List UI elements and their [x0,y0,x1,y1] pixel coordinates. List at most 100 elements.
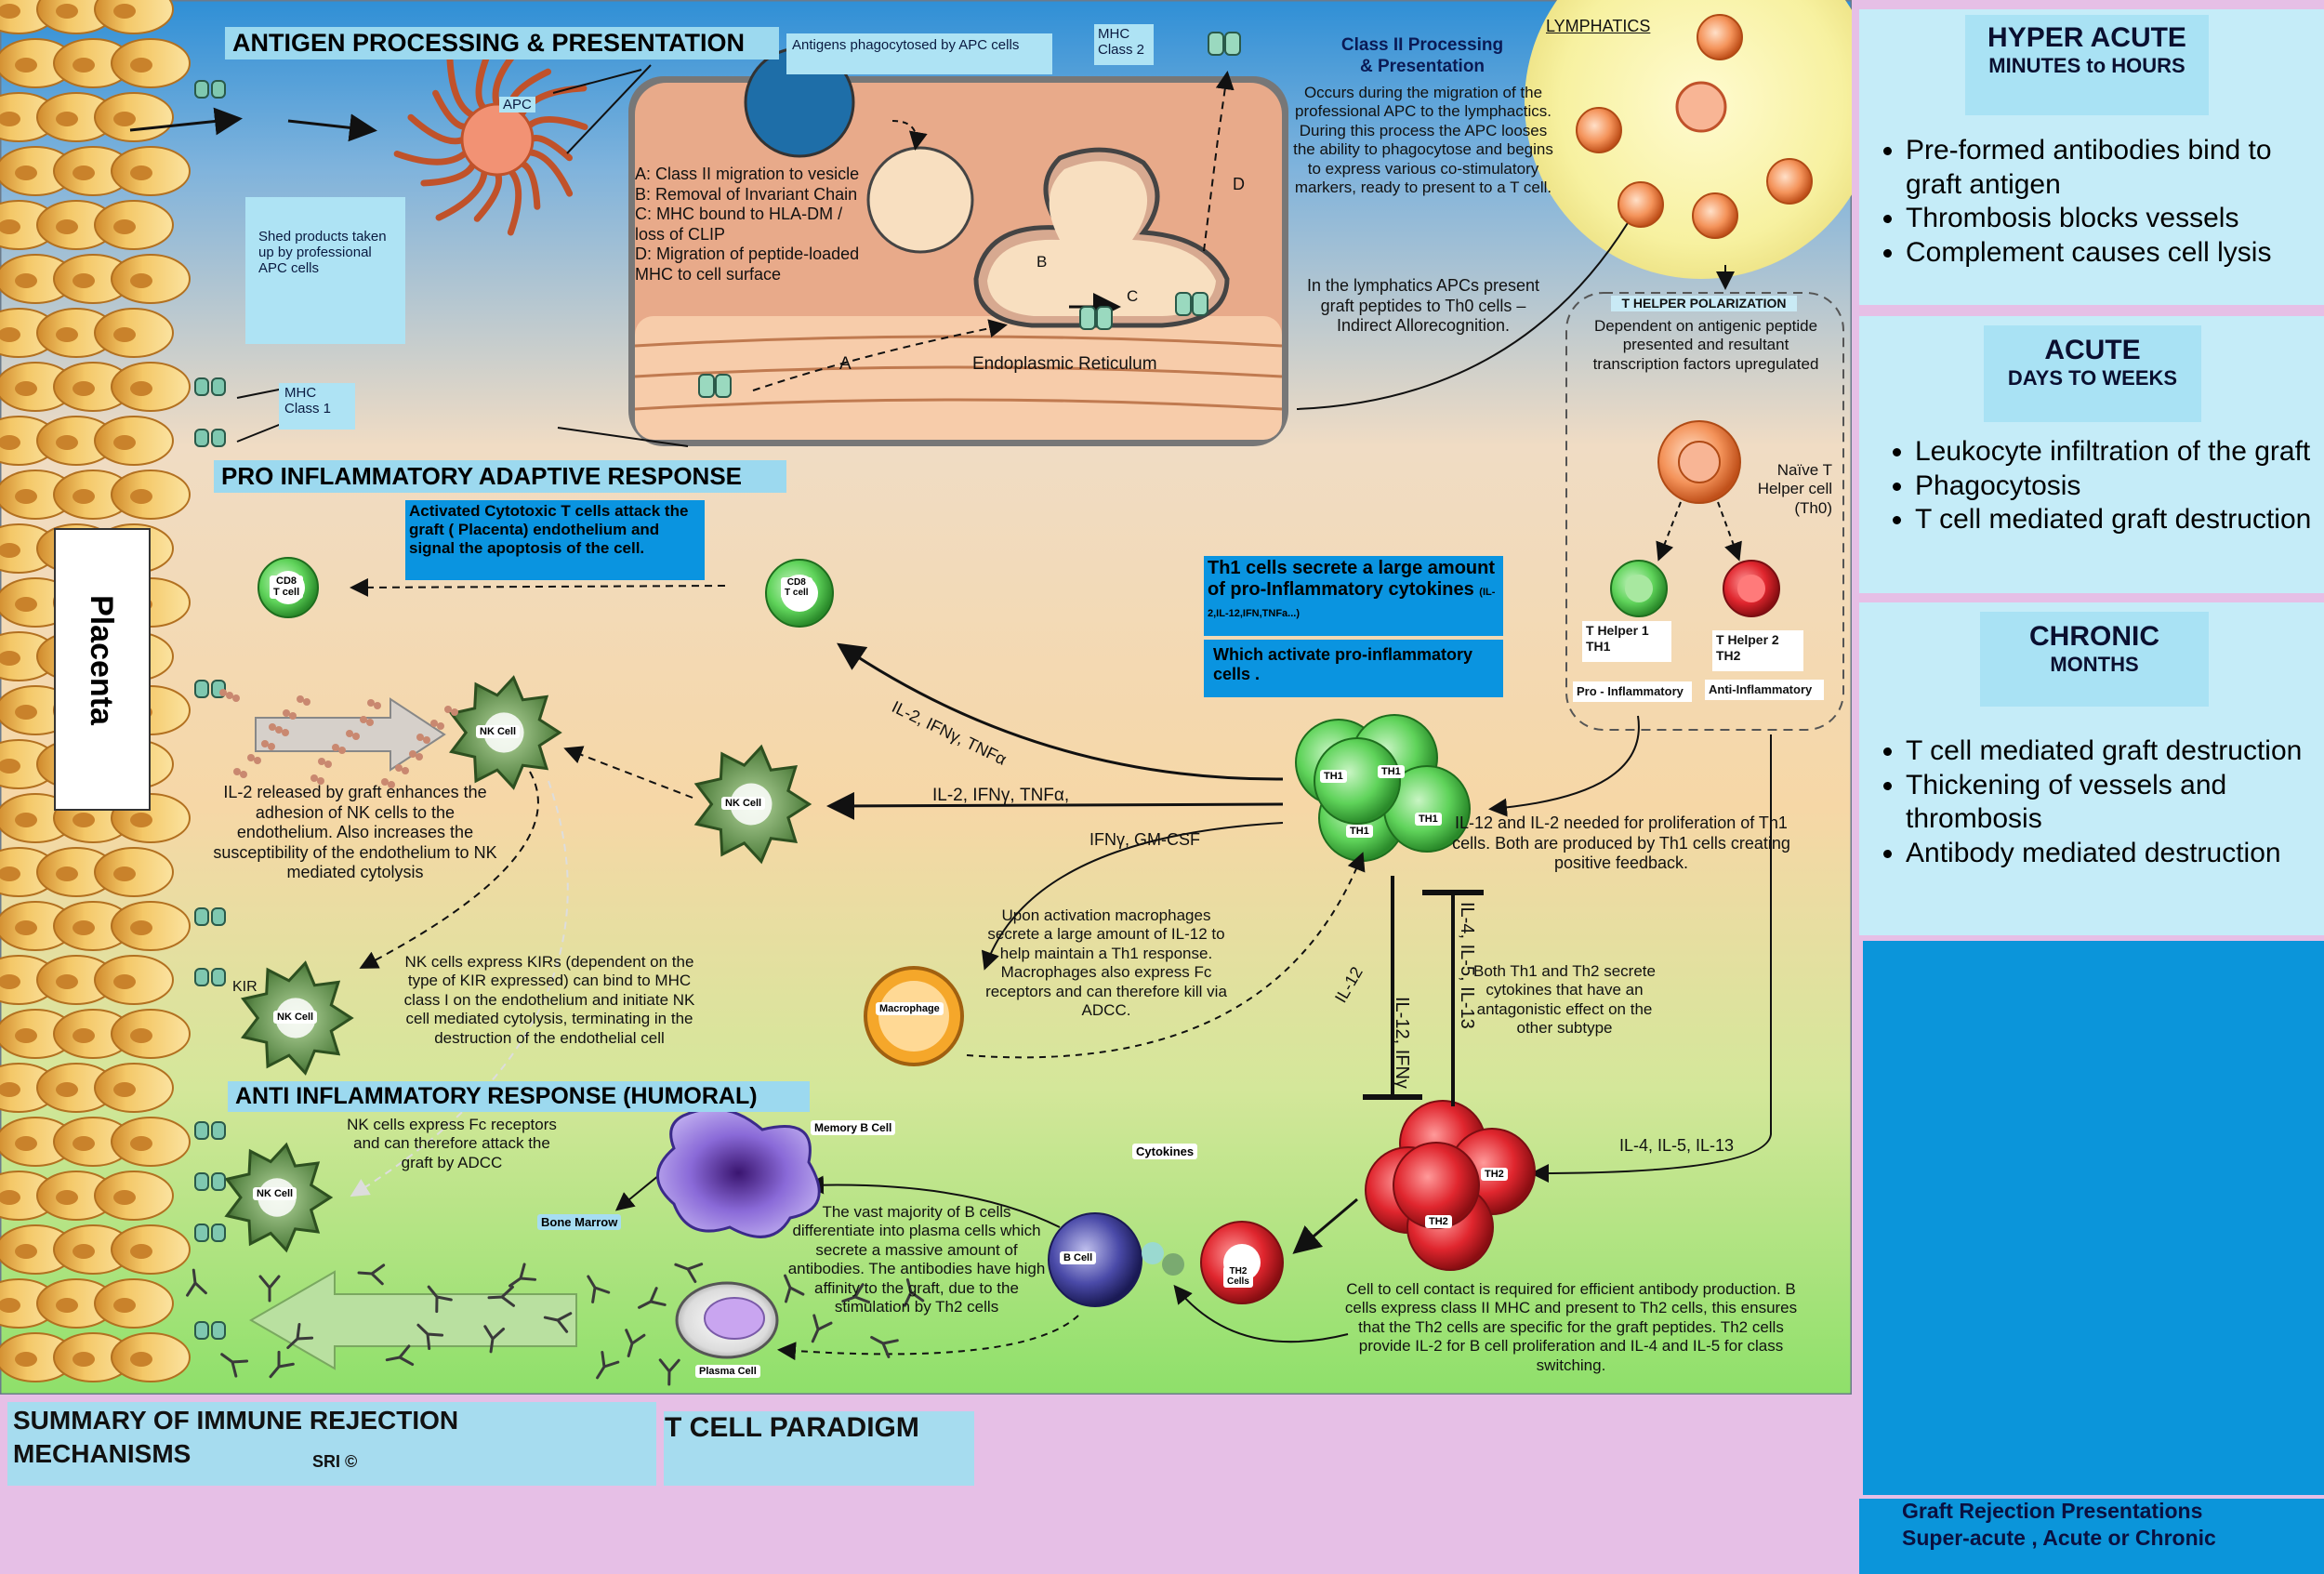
class2-description: Occurs during the migration of the profe… [1292,84,1554,197]
mhc-receptor-icon [212,1224,225,1241]
placenta-nucleus [73,489,95,504]
mhc-receptor-icon [1080,307,1095,329]
il2-particle [283,709,290,717]
placenta-nucleus [15,58,37,73]
placenta-nucleus [73,1028,95,1043]
th1-cell-label-1: TH1 [1320,770,1347,783]
acute-title-box: ACUTE DAYS TO WEEKS [1984,325,2201,422]
ifng-gmcsf-label: IFNγ, GM-CSF [1089,830,1200,851]
il2-nk-description: IL-2 released by graft enhances the adhe… [208,783,502,883]
caption-text: Graft Rejection Presentations Super-acut… [1902,1498,2292,1552]
placenta-nucleus [15,813,37,827]
placenta-nucleus [56,219,78,234]
il2-particle [374,702,381,709]
placenta-nucleus [130,813,152,827]
placenta-nucleus [113,974,136,989]
pro-inflammatory-badge: Pro - Inflammatory [1573,681,1692,702]
il2-particle [332,744,339,751]
mhc-receptor-icon [1225,33,1240,55]
il2-particle [360,716,367,723]
chronic-list: T cell mediated graft destruction Thicke… [1882,734,2324,870]
il2-particle [282,729,289,736]
placenta-nucleus [73,58,95,73]
th1-label: T Helper 1 TH1 [1582,621,1671,662]
antigens-phagocytosed-label: Antigens phagocytosed by APC cells [786,33,1052,74]
th-polarization-description: Dependent on antigenic peptide presented… [1580,317,1831,374]
th1-cell-label-3: TH1 [1346,825,1373,838]
hyper-acute-item: Thrombosis blocks vessels [1906,202,2324,236]
mhc-receptor-icon [212,908,225,925]
il2-particle [268,743,275,750]
il2-particle [226,692,233,699]
placenta-nucleus [56,327,78,342]
placenta-nucleus [15,165,37,180]
mhc-receptor-icon [195,1224,208,1241]
il2-particle [444,706,452,713]
il2-particle [352,733,360,740]
chronic-panel: CHRONIC MONTHS T cell mediated graft des… [1859,602,2324,935]
acute-subtitle: DAYS TO WEEKS [1984,366,2201,390]
cd8-cell-label-right: CD8 T cell [781,577,812,599]
il2-particle [232,694,240,702]
mhc-receptor-icon [716,375,731,397]
th1-cell-label-4: TH1 [1415,813,1442,826]
placenta-nucleus [15,489,37,504]
il2-particle [303,698,310,706]
il2-particle [416,753,423,761]
il2-particle [416,734,424,741]
placenta-nucleus [113,1190,136,1205]
placenta-nucleus [113,4,136,19]
sri-label: SRI © [312,1452,357,1473]
nk-kir-description: NK cells express KIRs (dependent on the … [402,953,697,1048]
chronic-subtitle: MONTHS [1980,653,2209,677]
placenta-nucleus [73,165,95,180]
placenta-nucleus [56,866,78,881]
nk-cell-label-3: NK Cell [273,1011,317,1024]
th1-secrete-box: Th1 cells secrete a large amount of pro-… [1204,556,1503,636]
mhc-class2-label: MHC Class 2 [1094,24,1154,65]
mhc-receptor-icon [212,1122,225,1139]
placenta-nucleus [56,974,78,989]
acute-item: Phagocytosis [1915,470,2324,504]
acute-item: T cell mediated graft destruction [1915,503,2324,537]
step-b-label: B [1037,253,1047,271]
anti-inflammatory-badge: Anti-Inflammatory [1705,680,1824,700]
mhc-receptor-icon [195,969,208,985]
placenta-nucleus [73,920,95,935]
il2-particle [402,767,409,774]
placenta-nucleus [113,1298,136,1313]
placenta-nucleus [15,1136,37,1151]
endoplasmic-reticulum-label: Endoplasmic Reticulum [972,354,1157,376]
il2-particle [310,774,318,782]
il2-particle [289,712,297,720]
il2-particle [423,736,430,744]
il4-il5-il13-label: IL-4, IL-5, IL-13 [1619,1136,1734,1157]
il2-particle [367,699,375,707]
il2-particle [261,740,269,747]
placenta-nucleus [56,1298,78,1313]
placenta-nucleus [130,1136,152,1151]
placenta-nucleus [130,1028,152,1043]
il2-particle [395,764,403,772]
mhc-receptor-icon [195,81,208,98]
th-polarization-title: T HELPER POLARIZATION [1611,296,1797,311]
hyper-acute-item: Pre-formed antibodies bind to graft anti… [1906,134,2324,202]
lymph-apc-icon [1677,83,1725,131]
mhc-receptor-icon [212,1173,225,1190]
summary-title: SUMMARY OF IMMUNE REJECTION MECHANISMS [13,1404,534,1471]
il2-particle [240,771,247,778]
th1-cell-label-2: TH1 [1378,765,1405,778]
placenta-nucleus [73,273,95,288]
placenta-nucleus [130,489,152,504]
placenta-nucleus [113,219,136,234]
th2-cell-label-2: TH2 [1425,1215,1452,1228]
chronic-item: Thickening of vessels and thrombosis [1906,769,2324,837]
cd8-cell-label-left: CD8 T cell [270,575,303,599]
class2-steps-text: A: Class II migration to vesicle B: Remo… [635,165,864,285]
mhc-receptor-icon [1193,293,1208,315]
hyper-acute-panel: HYPER ACUTE MINUTES to HOURS Pre-formed … [1859,9,2324,305]
paradigm-title: T CELL PARADIGM [665,1411,919,1445]
placenta-nucleus [56,1190,78,1205]
bone-marrow-label: Bone Marrow [537,1214,621,1230]
mhc-receptor-icon [195,681,208,697]
